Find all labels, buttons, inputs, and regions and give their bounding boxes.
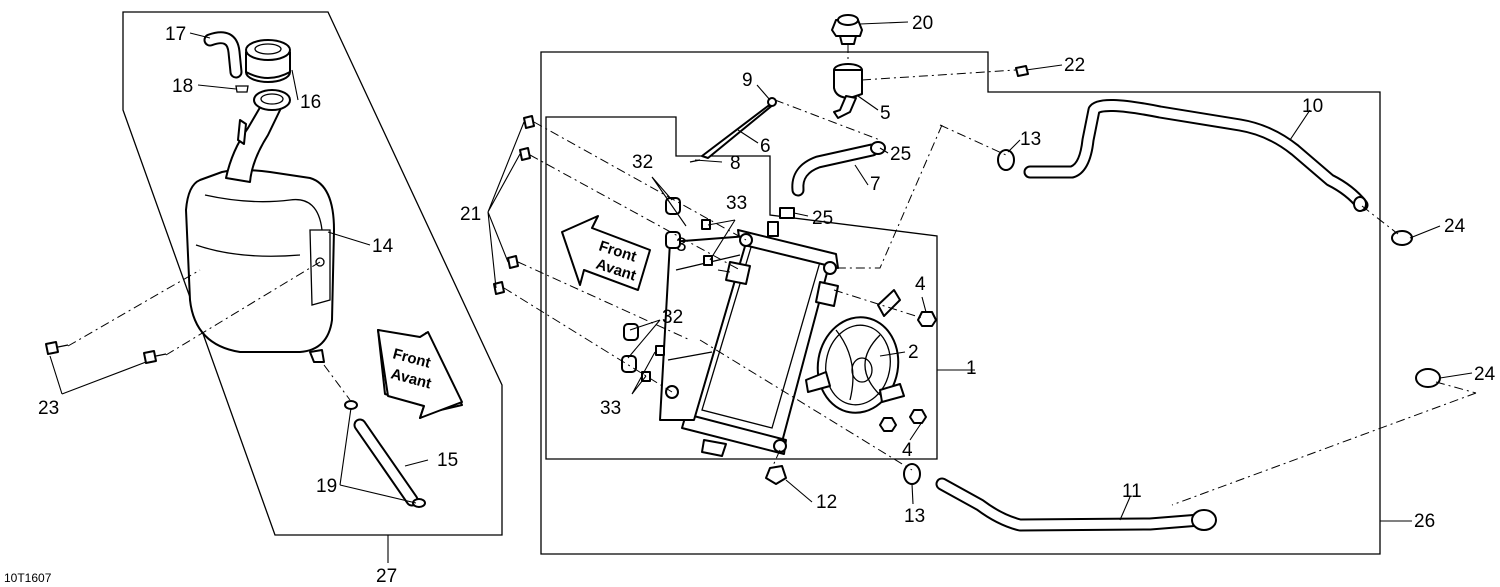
reservoir-cap-part <box>245 39 291 83</box>
screw-22-line <box>861 69 1017 81</box>
radiator-cap-part <box>831 14 863 45</box>
clamp-24b-line <box>1435 381 1477 394</box>
callout-8: 8 <box>730 153 741 174</box>
front-direction-arrow-1: Front Avant <box>377 329 463 419</box>
callout-10: 10 <box>1302 96 1323 117</box>
rod-line <box>774 99 881 141</box>
callout-21: 21 <box>460 204 481 225</box>
upper-hose-part <box>779 141 886 219</box>
vent-hose-part <box>203 31 243 79</box>
callout-32a: 32 <box>632 152 653 173</box>
hose-11-route-line <box>699 339 913 471</box>
callout-23: 23 <box>38 398 59 419</box>
radiator-system-frame <box>540 51 1381 555</box>
callout-13b: 13 <box>904 506 925 527</box>
screw-22-part <box>1015 65 1029 77</box>
fan-nuts-4-part <box>879 311 937 432</box>
screws-21-part <box>493 115 535 295</box>
drawing-code: 10T1607 <box>4 571 52 585</box>
callout-7: 7 <box>870 174 881 195</box>
callout-1: 1 <box>966 358 977 379</box>
mount-line-c <box>517 261 691 341</box>
callout-2: 2 <box>908 342 919 363</box>
callout-18: 18 <box>172 76 193 97</box>
callout-19: 19 <box>316 476 337 497</box>
fitting-line <box>771 449 781 469</box>
hose-11-line <box>1171 392 1477 506</box>
callout-16: 16 <box>300 92 321 113</box>
callout-4a: 4 <box>915 274 926 295</box>
clamp-13-line <box>939 124 1007 156</box>
callout-32b: 32 <box>662 307 683 328</box>
callout-12: 12 <box>816 492 837 513</box>
drain-hose-part <box>344 400 426 508</box>
mount-line-a <box>533 121 747 241</box>
callout-20: 20 <box>912 13 933 34</box>
clamp-18-part <box>235 85 249 93</box>
reservoir-mount-line <box>67 269 201 347</box>
mount-line-b <box>529 154 741 271</box>
callout-22: 22 <box>1064 55 1085 76</box>
callout-24b: 24 <box>1474 364 1496 385</box>
hose-clamp-13-part <box>903 149 1015 485</box>
fan-nut-line <box>833 289 923 319</box>
reservoir-group-frame <box>122 11 503 536</box>
callout-24a: 24 <box>1444 216 1466 237</box>
coolant-reservoir-part <box>185 89 335 363</box>
callout-25a: 25 <box>890 144 911 165</box>
callout-14: 14 <box>372 236 394 257</box>
clamp-24-line <box>1361 205 1399 235</box>
callout-13a: 13 <box>1020 129 1041 150</box>
mount-line-d <box>503 287 673 393</box>
radiator-hose-11-part <box>935 477 1217 532</box>
callout-33a: 33 <box>726 193 747 214</box>
front-direction-arrow-2: Front Avant <box>561 215 651 291</box>
hose-10-line <box>836 124 943 269</box>
leader-lines <box>49 21 1473 563</box>
callout-6: 6 <box>760 136 771 157</box>
filler-neck-part <box>833 63 863 119</box>
callout-27: 27 <box>376 566 397 587</box>
callout-15: 15 <box>437 450 458 471</box>
callout-33b: 33 <box>600 398 621 419</box>
screws-23-part <box>45 341 167 364</box>
radiator-subgroup-frame <box>545 116 938 460</box>
support-rod-part <box>689 97 777 163</box>
callout-25b: 25 <box>812 208 833 229</box>
callout-11: 11 <box>1122 481 1142 502</box>
callout-3: 3 <box>676 235 687 256</box>
hose-clamp-24-part <box>1391 230 1441 388</box>
drain-fitting-12-part <box>765 465 787 485</box>
radiator-part <box>659 221 839 457</box>
drain-hose-line <box>323 364 351 401</box>
callout-9: 9 <box>742 70 753 91</box>
callout-5: 5 <box>880 103 891 124</box>
callout-4b: 4 <box>902 440 913 461</box>
callout-17: 17 <box>165 24 186 45</box>
callout-26: 26 <box>1414 511 1435 532</box>
fan-assembly-part <box>805 289 905 414</box>
reservoir-mount-line-2 <box>165 261 321 356</box>
radiator-hose-10-part <box>1023 98 1369 212</box>
